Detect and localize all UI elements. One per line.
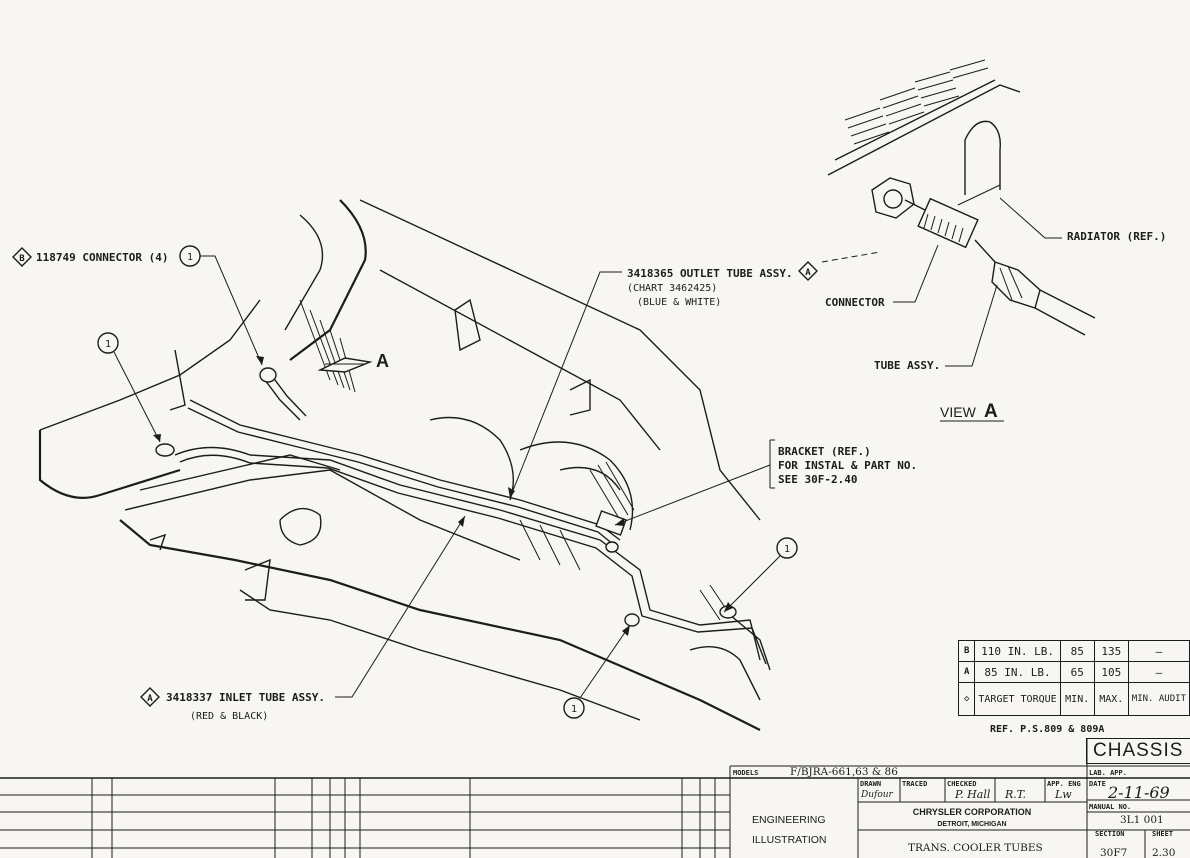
svg-text:LAB. APP.: LAB. APP. <box>1089 769 1127 777</box>
inlet-tube-callout: A 3418337 INLET TUBE ASSY. (RED & BLACK) <box>140 515 466 722</box>
circle-one-right: 1 <box>723 537 798 613</box>
outlet-tube-line2: (CHART 3462425) <box>627 283 717 294</box>
title-block <box>0 738 1190 858</box>
tube-assy-label: TUBE ASSY. <box>874 359 940 372</box>
svg-text:1: 1 <box>571 704 577 715</box>
connector-118749-callout: B 118749 CONNECTOR (4) 1 <box>12 245 264 366</box>
signature-c: Lw <box>1054 788 1072 801</box>
svg-text:SHEET: SHEET <box>1152 830 1173 838</box>
marker-a: A <box>805 268 811 278</box>
drawn-value: Dufour <box>860 790 894 800</box>
outlet-tube-line1: 3418365 OUTLET TUBE ASSY. <box>627 267 793 280</box>
header-desc: TARGET TORQUE <box>974 682 1061 716</box>
connector-label: CONNECTOR <box>825 296 885 309</box>
view-a-title: VIEW A <box>940 401 1004 422</box>
svg-text:1: 1 <box>784 544 790 555</box>
company: CHRYSLER CORPORATION <box>913 807 1032 817</box>
bracket-line2: FOR INSTAL & PART NO. <box>778 459 917 472</box>
signature-b: R.T. <box>1004 788 1026 801</box>
tube-fittings <box>155 367 737 627</box>
diamond-icon: ◇ <box>957 682 976 716</box>
marker-b: B <box>19 254 25 264</box>
bracket-line1: BRACKET (REF.) <box>778 445 871 458</box>
header-max: MAX. <box>1093 682 1129 716</box>
date-value: 2-11-69 <box>1107 783 1170 802</box>
svg-text:SECTION: SECTION <box>1095 830 1125 838</box>
outlet-tube-line3: (BLUE & WHITE) <box>637 297 721 308</box>
table-row: B 110 IN. LB. 85 135 — <box>957 640 1190 662</box>
ref-note: REF. P.S.809 & 809A <box>990 724 1105 735</box>
chassis-label: CHASSIS <box>1086 738 1190 764</box>
connector-118749-label: 118749 CONNECTOR (4) <box>36 251 168 264</box>
svg-text:TRACED: TRACED <box>902 780 927 788</box>
row-min: 65 <box>1059 661 1095 683</box>
table-header-row: ◇ TARGET TORQUE MIN. MAX. MIN. AUDIT <box>957 682 1190 716</box>
cooler-tubes <box>174 375 771 671</box>
radiator-detail <box>827 59 1021 206</box>
row-audit: — <box>1127 640 1190 662</box>
bracket-line3: SEE 30F-2.40 <box>778 473 857 486</box>
models-value: F/BJRA-661,63 & 86 <box>790 766 898 778</box>
row-desc: 110 IN. LB. <box>974 640 1061 662</box>
svg-text:A: A <box>147 694 153 704</box>
view-a-dashed <box>821 251 881 263</box>
svg-text:DATE: DATE <box>1089 780 1106 788</box>
connector-leader <box>893 244 939 303</box>
inlet-tube-line1: 3418337 INLET TUBE ASSY. <box>166 691 325 704</box>
circle-one: 1 <box>187 252 193 263</box>
row-min: 85 <box>1059 640 1095 662</box>
header-min: MIN. <box>1059 682 1095 716</box>
svg-text:CHECKED: CHECKED <box>947 780 977 788</box>
table-row: A 85 IN. LB. 65 105 — <box>957 661 1190 683</box>
circle-one-bottom: 1 <box>563 624 631 719</box>
row-max: 135 <box>1093 640 1129 662</box>
svg-text:1: 1 <box>105 339 111 350</box>
radiator-leader <box>999 197 1062 239</box>
svg-text:DRAWN: DRAWN <box>860 780 881 788</box>
city: DETROIT, MICHIGAN <box>937 821 1006 828</box>
view-a-arrow <box>317 357 373 373</box>
manual-value: 3L1 001 <box>1120 814 1164 826</box>
row-key: A <box>957 661 976 683</box>
radiator-fins <box>844 59 989 145</box>
chassis-body <box>38 199 761 731</box>
subject: TRANS. COOLER TUBES <box>908 842 1043 854</box>
tube-assy-leader <box>945 284 998 367</box>
section-value: 30F7 <box>1100 847 1127 858</box>
view-a-fitting <box>871 177 1096 336</box>
eng-line2: ILLUSTRATION <box>752 834 826 846</box>
outlet-tube-callout: 3418365 OUTLET TUBE ASSY. (CHART 3462425… <box>508 261 818 499</box>
detail-letter-a: A <box>376 351 389 371</box>
signature-a: P. Hall <box>954 788 991 801</box>
row-audit: — <box>1127 661 1190 683</box>
svg-text:MANUAL NO.: MANUAL NO. <box>1089 803 1131 811</box>
view-a-letter: A <box>984 401 998 422</box>
models-label: MODELS <box>733 769 758 777</box>
eng-line1: ENGINEERING <box>752 814 826 826</box>
row-key: B <box>957 640 976 662</box>
view-a-word: VIEW <box>940 404 977 420</box>
bracket-callout: BRACKET (REF.) FOR INSTAL & PART NO. SEE… <box>614 439 917 526</box>
circle-one-left: 1 <box>97 332 161 443</box>
inlet-tube-line2: (RED & BLACK) <box>190 711 268 722</box>
row-desc: 85 IN. LB. <box>974 661 1061 683</box>
torque-table: B 110 IN. LB. 85 135 — A 85 IN. LB. 65 1… <box>957 640 1190 716</box>
sheet-value: 2.30 <box>1152 847 1175 858</box>
row-max: 105 <box>1093 661 1129 683</box>
header-audit: MIN. AUDIT <box>1127 682 1190 716</box>
radiator-label: RADIATOR (REF.) <box>1067 230 1166 243</box>
svg-text:APP. ENG: APP. ENG <box>1047 780 1081 788</box>
